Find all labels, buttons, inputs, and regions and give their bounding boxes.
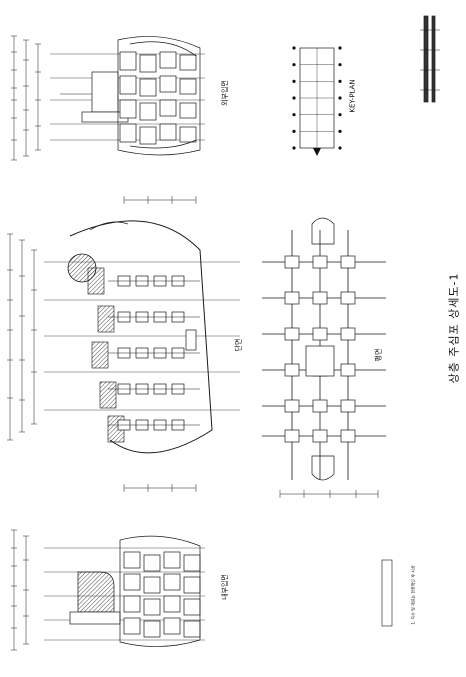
key-plan-marker: [338, 113, 342, 117]
corner-detail-bar: [423, 15, 429, 103]
int-bracket-block: [183, 620, 201, 638]
general-note: 1. 치수 및 재료는 현장확인 후 시공: [410, 565, 416, 625]
sec-purlin: [185, 329, 197, 351]
key-plan-marker: [292, 113, 296, 117]
plan-bracket-node: [284, 327, 300, 341]
plan-center-block: [305, 345, 335, 377]
interior-elevation-drawing: [11, 529, 205, 651]
int-bracket-block: [143, 576, 161, 594]
ext-bracket-block: [119, 75, 137, 95]
ext-bracket-block: [119, 51, 137, 71]
exterior-elevation-drawing: [11, 35, 205, 161]
key-plan-marker: [338, 46, 342, 50]
ext-eave-curve: [129, 41, 197, 57]
plan-bracket-node: [284, 291, 300, 305]
corner-detail-drawing: [420, 15, 440, 103]
key-plan-marker: [338, 129, 342, 133]
sec-hatched-post: [99, 381, 117, 409]
key-plan-marker: [292, 129, 296, 133]
note-box-frame: [381, 559, 393, 627]
plan-bracket-node: [312, 255, 328, 269]
ext-bracket-block: [139, 78, 157, 97]
int-bracket-block: [123, 573, 141, 591]
int-bracket-block: [123, 617, 141, 635]
interior-elevation-label: 내부입면: [220, 574, 229, 600]
plan-bracket-node: [312, 399, 328, 413]
section-label: 단면: [234, 338, 243, 352]
key-plan-marker: [292, 96, 296, 100]
int-bracket-block: [163, 617, 181, 635]
int-bracket-block: [163, 595, 181, 613]
int-bracket-block: [143, 598, 161, 616]
plan-end-cap: [311, 217, 335, 245]
int-bracket-block: [163, 551, 181, 569]
int-bracket-block: [183, 554, 201, 572]
ext-bracket-block: [119, 99, 137, 119]
key-plan-marker: [292, 63, 296, 67]
int-bracket-block: [143, 620, 161, 638]
ext-bracket-block: [139, 102, 157, 121]
int-bracket-block: [183, 598, 201, 616]
plan-bracket-node: [312, 429, 328, 443]
plan-bracket-node: [284, 429, 300, 443]
int-hatched-head: [77, 571, 115, 613]
plan-bracket-node: [340, 429, 356, 443]
ext-bracket-block: [159, 51, 177, 69]
ext-bracket-block: [139, 54, 157, 73]
ext-eave-curve: [129, 139, 197, 149]
ext-bracket-block: [179, 126, 197, 143]
plan-bracket-node: [340, 255, 356, 269]
plan-drawing: [262, 217, 386, 498]
ext-bracket-block: [159, 123, 177, 141]
int-bracket-block: [123, 551, 141, 569]
key-plan-marker: [292, 146, 296, 150]
sec-hatched-post: [91, 341, 109, 369]
int-bracket-block: [183, 576, 201, 594]
note-box: [381, 559, 393, 627]
plan-bracket-node: [284, 399, 300, 413]
ext-bracket-block: [179, 54, 197, 71]
int-bracket-block: [143, 554, 161, 572]
plan-bracket-node: [340, 327, 356, 341]
plan-bracket-node: [340, 363, 356, 377]
ext-bracket-outline: [117, 36, 201, 156]
key-plan-marker: [338, 79, 342, 83]
key-plan-label: KEY-PLAN: [348, 79, 357, 113]
ext-bracket-block: [179, 102, 197, 119]
sec-round-beam: [67, 253, 97, 283]
sec-rafter-curve: [89, 221, 129, 231]
int-bracket-outline: [119, 535, 201, 647]
key-plan-marker: [338, 63, 342, 67]
ext-bracket-block: [159, 99, 177, 117]
ext-bracket-block: [159, 75, 177, 93]
drawing-title: 상층 주심포 상세도-1: [447, 272, 461, 384]
ext-bracket-block: [119, 123, 137, 143]
key-plan-marker: [292, 46, 296, 50]
plan-bracket-node: [284, 255, 300, 269]
plan-bracket-node: [312, 291, 328, 305]
key-plan-marker: [338, 96, 342, 100]
plan-bracket-node: [312, 327, 328, 341]
int-bracket-block: [163, 573, 181, 591]
ext-column-head: [91, 71, 119, 113]
int-bracket-block: [123, 595, 141, 613]
exterior-elevation-label: 외부입면: [220, 80, 229, 106]
key-plan-marker: [338, 146, 342, 150]
plan-label: 평면: [374, 348, 383, 362]
plan-bracket-node: [340, 291, 356, 305]
ext-bracket-block: [139, 126, 157, 145]
plan-end-cap: [311, 455, 335, 481]
plan-bracket-node: [340, 399, 356, 413]
section-drawing: [7, 196, 240, 492]
key-plan-drawing: [292, 46, 342, 156]
int-base-plate: [69, 611, 121, 625]
corner-detail-bar: [431, 15, 436, 103]
key-plan-pointer: [313, 148, 321, 156]
sec-hatched-post: [97, 305, 115, 333]
ext-bracket-block: [179, 78, 197, 95]
plan-bracket-node: [284, 363, 300, 377]
key-plan-marker: [292, 79, 296, 83]
